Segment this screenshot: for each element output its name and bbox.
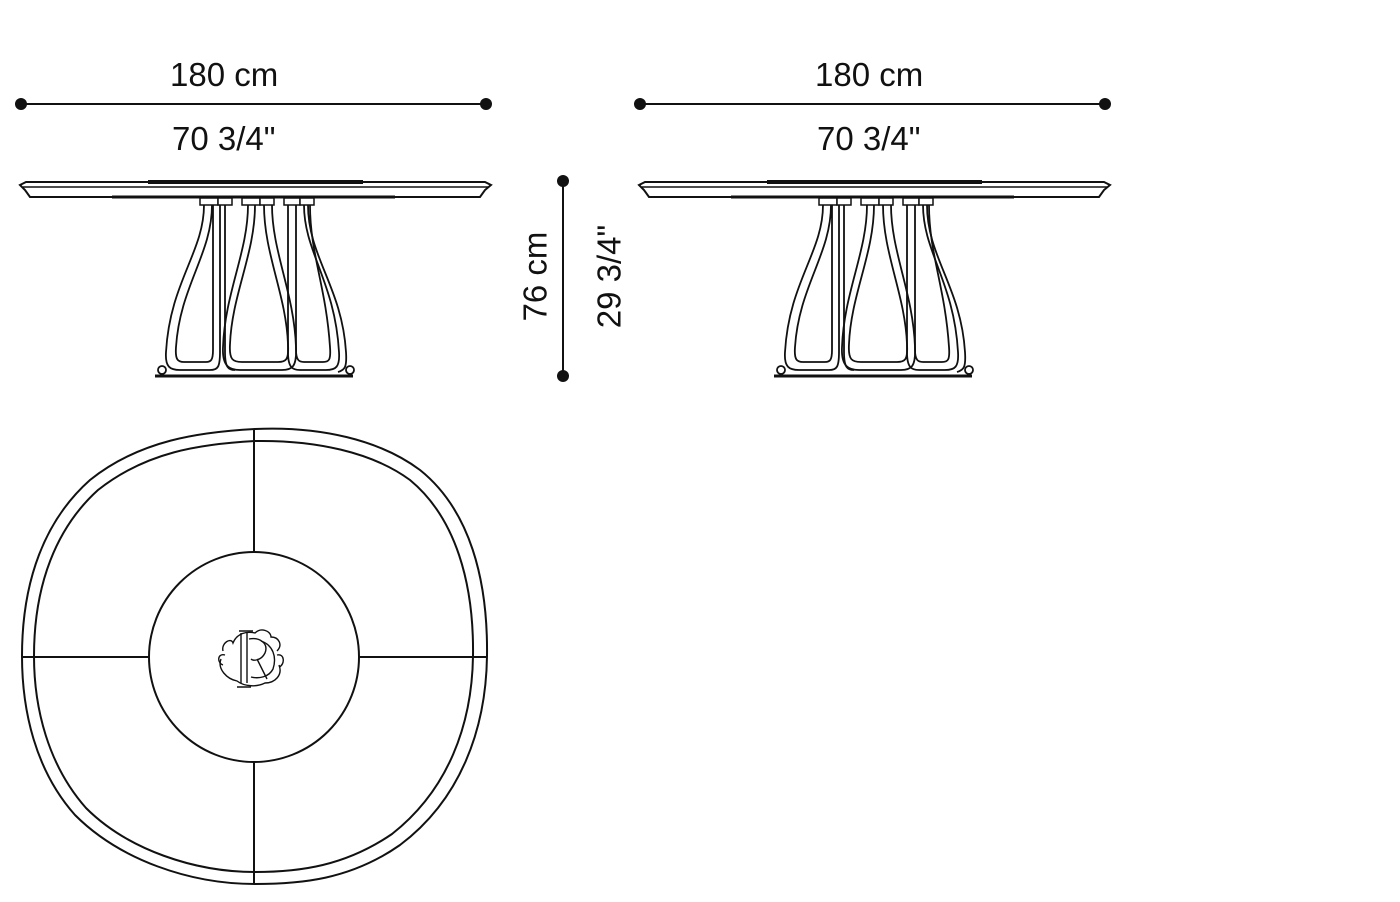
front-width-metric-label: 180 cm xyxy=(170,56,279,93)
dimension-endpoint-icon xyxy=(634,98,646,110)
height-dimension-line xyxy=(557,175,569,382)
rc-monogram-logo-icon xyxy=(217,629,285,688)
dimension-endpoint-icon xyxy=(557,370,569,382)
center-lazy-susan xyxy=(148,551,360,763)
front-elevation-drawing xyxy=(18,180,493,378)
side-elevation-drawing xyxy=(637,180,1112,378)
side-width-imperial-label: 70 3/4" xyxy=(817,120,921,157)
front-width-imperial-label: 70 3/4" xyxy=(172,120,276,157)
dimension-endpoint-icon xyxy=(15,98,27,110)
side-width-dimension-line xyxy=(634,98,1111,110)
dimension-endpoint-icon xyxy=(1099,98,1111,110)
dimension-endpoint-icon xyxy=(557,175,569,187)
height-imperial-label: 29 3/4" xyxy=(590,224,628,329)
height-metric-label: 76 cm xyxy=(516,231,554,322)
front-width-dimension-line xyxy=(15,98,492,110)
plan-view xyxy=(20,427,489,886)
front-view xyxy=(15,98,493,378)
dimension-endpoint-icon xyxy=(480,98,492,110)
side-view xyxy=(634,98,1112,378)
table-inner-edge xyxy=(32,439,475,874)
side-width-metric-label: 180 cm xyxy=(815,56,924,93)
